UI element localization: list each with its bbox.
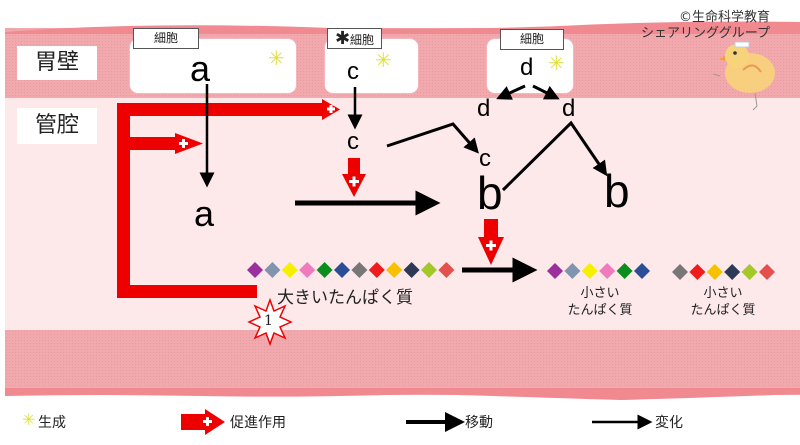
amino-acid-diamond — [247, 262, 263, 278]
amino-acid-diamond — [368, 262, 385, 278]
change-arrow-b-d-b — [501, 120, 608, 192]
legend-generation-label: 生成 — [38, 415, 66, 431]
amino-acid-diamond — [634, 263, 650, 279]
large-protein-label: 大きいたんぱく質 — [277, 288, 413, 308]
amino-acid-diamond — [299, 262, 316, 278]
amino-acid-diamond — [281, 262, 298, 278]
promotion-arrow-icon — [342, 158, 366, 197]
movement-arrow — [496, 84, 526, 100]
amino-acid-diamond — [724, 264, 741, 280]
molecule-c: c — [479, 145, 491, 172]
credit-line-2: シェアリンググループ — [641, 26, 770, 41]
promotion-arrow-icon — [478, 219, 504, 265]
legend-promotion-arrow-icon — [181, 409, 225, 435]
molecule-c: c — [347, 128, 359, 155]
amino-acid-diamond — [421, 262, 437, 278]
generation-icon: ✳ — [268, 46, 285, 70]
amino-acid-diamond — [616, 263, 633, 279]
cell-d-tag: 細胞 — [500, 29, 564, 50]
legend-promotion-label: 促進作用 — [230, 415, 286, 431]
amino-acid-diamond — [547, 263, 563, 279]
chick-mascot-icon — [712, 41, 775, 111]
change-arrow-c-to-c — [386, 122, 479, 154]
generation-icon: ✳ — [375, 48, 392, 72]
small-protein-label: 小さい たんぱく質 — [555, 285, 645, 319]
amino-acid-diamond — [599, 263, 616, 279]
amino-acid-diamond — [386, 262, 403, 278]
molecule-d: d — [477, 95, 491, 122]
small-protein-label-line1: 小さい — [703, 286, 743, 301]
amino-acid-diamond — [672, 264, 688, 280]
small-protein-label-line1: 小さい — [580, 286, 620, 301]
promotion-arrow-icon — [175, 133, 203, 154]
stomach-wall-label: 胃壁 — [17, 46, 97, 80]
step-badge-number: 1 — [264, 313, 273, 329]
cell-a-letter: a — [190, 48, 211, 89]
legend-change-label: 変化 — [655, 415, 683, 431]
cell-c-tag-text: 細胞 — [350, 33, 375, 47]
generation-icon: ✳ — [548, 51, 565, 75]
legend-generation-icon: ✳ — [22, 410, 36, 429]
amino-acid-diamond — [264, 262, 281, 278]
amino-acid-diamond — [351, 262, 368, 278]
amino-acid-diamond — [403, 262, 420, 278]
copyright-credit: ©生命科学教育 シェアリンググループ — [641, 10, 770, 42]
small-protein-label-line2: たんぱく質 — [567, 303, 633, 318]
legend-movement-label: 移動 — [465, 415, 493, 431]
molecule-b: b — [604, 165, 630, 217]
amino-acid-diamond — [316, 262, 333, 278]
amino-acid-diamond — [564, 263, 581, 279]
molecule-b: b — [477, 167, 503, 219]
small-protein-label: 小さい たんぱく質 — [678, 285, 768, 319]
amino-acid-diamond — [689, 264, 706, 280]
promotion-arrow-icon — [322, 99, 340, 120]
molecule-a: a — [194, 193, 215, 234]
movement-arrow — [532, 84, 560, 100]
molecule-d: d — [562, 95, 576, 122]
lumen-label: 管腔 — [17, 108, 97, 144]
wall-bottom-edge — [5, 388, 800, 400]
amino-acid-diamond — [759, 264, 775, 280]
cell-c-letter: c — [347, 58, 359, 85]
cell-a-tag: 細胞 — [133, 28, 199, 49]
bottom-wall-band — [5, 330, 800, 395]
asterisk-mark-icon: ✱ — [334, 28, 351, 49]
promotion-path — [117, 103, 327, 298]
amino-acid-diamond — [581, 263, 598, 279]
amino-acid-diamond — [438, 262, 455, 278]
credit-line-1: ©生命科学教育 — [678, 10, 770, 25]
cell-c-tag: ✱細胞 — [327, 28, 382, 49]
wall-top-edge — [5, 21, 800, 34]
amino-acid-diamond — [334, 262, 350, 278]
step-badge — [247, 297, 293, 347]
small-protein-label-line2: たんぱく質 — [690, 303, 756, 318]
amino-acid-diamond — [741, 264, 758, 280]
cell-d-letter: d — [520, 54, 534, 81]
amino-acid-diamond — [706, 264, 723, 280]
